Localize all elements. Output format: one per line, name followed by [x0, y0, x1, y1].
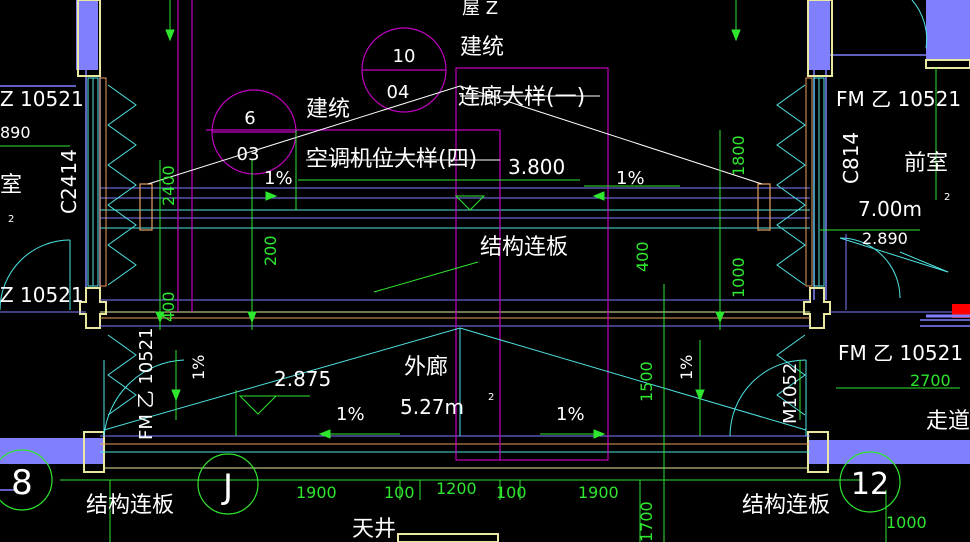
dim-bottom-1700: 1700 [637, 501, 656, 542]
corridor-lines [0, 187, 970, 469]
skywell-label: 天井 [352, 517, 396, 542]
callout-10-number: 10 [393, 46, 416, 67]
callout-10-sheet: 04 [387, 82, 410, 103]
leaders [147, 85, 763, 185]
dim-400-mid: 400 [633, 241, 652, 272]
door-swing-lower-right [729, 359, 807, 437]
grid-label-J: J [221, 467, 233, 507]
callout-frames [177, 0, 609, 461]
door-left-low: FM 乙 10521 [136, 327, 157, 440]
slope-low-right: 1% [556, 404, 585, 425]
dim-1500: 1500 [637, 361, 656, 402]
structure-slab-right: 结构连板 [742, 493, 830, 518]
grid-bubble-8[interactable] [0, 449, 53, 511]
slope-top-right: 1% [616, 168, 645, 189]
dim-bottom-1900-b: 1900 [578, 483, 619, 502]
grid-bubble-J[interactable] [197, 453, 259, 515]
right-window-label: C814 [839, 132, 863, 184]
callout-10-ref: 建统 [460, 35, 504, 60]
dim-bottom-1200: 1200 [436, 479, 477, 498]
door-right-mid: FM 乙 10521 [838, 341, 963, 365]
callout-6-number: 6 [244, 108, 255, 129]
door-swing-left [0, 239, 71, 311]
wall-right-bottom [808, 440, 970, 464]
wall-left-bottom [0, 438, 104, 464]
dim-1800: 1800 [729, 135, 748, 176]
vestibule-elev: 2.890 [862, 229, 908, 248]
door-swing-right [839, 237, 901, 299]
dim-400-left: 400 [159, 291, 178, 322]
wall-top-right-corner [926, 0, 970, 60]
left-room-label: 室 [0, 173, 22, 198]
grid-bubble-12[interactable] [839, 451, 901, 513]
structure-slab-left: 结构连板 [86, 493, 174, 518]
callout-6-title[interactable]: 空调机位大样(四) [306, 147, 477, 172]
left-room-sup: 2 [8, 214, 14, 225]
grid-label-8: 8 [11, 463, 33, 503]
left-elev-label: 890 [0, 123, 31, 142]
louvers [107, 84, 806, 416]
callout-6-sheet: 03 [237, 144, 260, 165]
column-right-top [807, 0, 833, 77]
vestibule-area: 7.00m [858, 197, 922, 221]
column-left-mid [79, 287, 107, 329]
column-top-right [925, 59, 970, 69]
slope-low-left: 1% [336, 404, 365, 425]
door-swings [0, 0, 949, 437]
corridor-area-sup: 2 [488, 392, 494, 403]
dim-bottom-1000: 1000 [886, 513, 927, 532]
column-right-mid [803, 287, 831, 329]
door-swing-lower-left [103, 359, 185, 437]
vestibule-area-sup: 2 [944, 192, 950, 203]
arrows [155, 29, 741, 439]
column-left-top [77, 0, 101, 77]
walkway-label: 走道 [926, 409, 970, 434]
vestibule-name: 前室 [904, 151, 948, 176]
callout-6-ref: 建统 [306, 97, 350, 122]
dim-1000: 1000 [729, 257, 748, 298]
wall-left-top [76, 0, 98, 70]
door-right-low: M1052 [780, 363, 801, 424]
pipe-blocks [139, 183, 771, 231]
elevation-main-label: 3.800 [508, 155, 565, 179]
grid-bubbles [0, 449, 901, 515]
door-left-top: Z 10521 [0, 87, 84, 111]
elevation-marker-main [454, 195, 486, 211]
top-partial-label: 屋 Z [462, 0, 498, 19]
slope-side-left: 1% [189, 355, 208, 380]
walls [0, 0, 970, 464]
elevation-marker-corridor [238, 395, 278, 415]
slope-top-left: 1% [264, 168, 293, 189]
structure-slab-mid: 结构连板 [480, 235, 568, 260]
door-left-mid: Z 10521 [0, 283, 84, 307]
column-skywell [397, 533, 499, 542]
grid-label-12: 12 [851, 467, 889, 502]
corridor-area: 5.27m [400, 395, 464, 419]
dim-bottom-100-a: 100 [384, 483, 415, 502]
window-frames [87, 77, 825, 287]
door-right-top: FM 乙 10521 [836, 87, 961, 111]
dim-2400: 2400 [159, 165, 178, 206]
corridor-elev: 2.875 [274, 367, 331, 391]
wall-right-top [808, 0, 830, 70]
callout-10-title[interactable]: 连廊大样(一) [458, 85, 585, 110]
corridor-name: 外廊 [404, 355, 448, 380]
slope-lines [103, 327, 807, 436]
dim-bottom-100-b: 100 [496, 483, 527, 502]
dim-200: 200 [261, 235, 280, 266]
slope-side-right: 1% [677, 355, 696, 380]
dim-2700: 2700 [910, 371, 951, 390]
left-window-label: C2414 [57, 149, 81, 214]
dim-bottom-1900-a: 1900 [296, 483, 337, 502]
